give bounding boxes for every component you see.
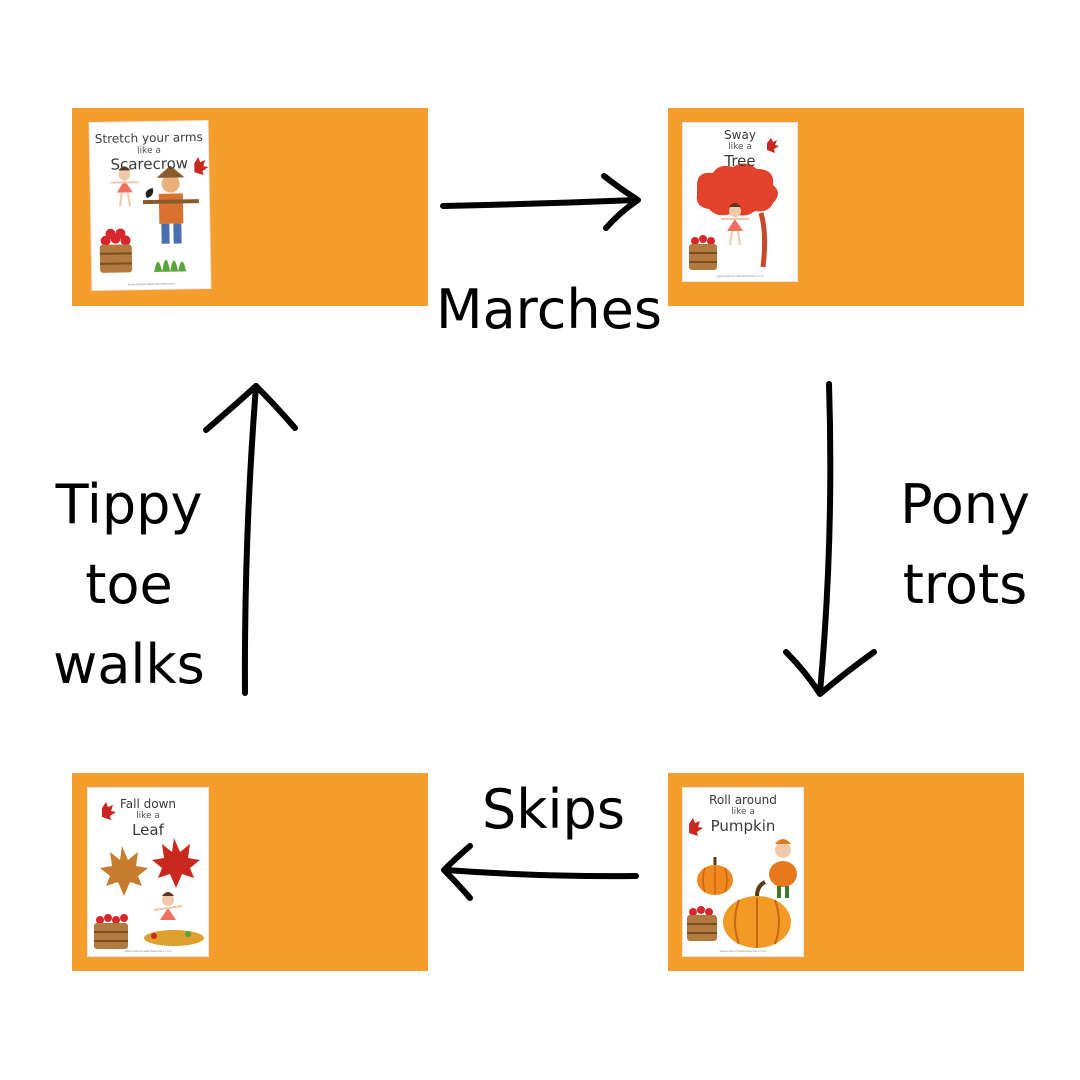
scarecrow-card: Stretch your arms like a Scarecrow www.r… bbox=[89, 120, 211, 291]
label-tippy-line2: toe bbox=[85, 553, 173, 616]
maple-leaf-icon bbox=[194, 157, 209, 176]
card-line2: like a bbox=[728, 142, 752, 152]
card-line3: Leaf bbox=[132, 821, 164, 839]
maple-leaf-icon bbox=[689, 818, 703, 836]
label-tippy-line1: Tippy bbox=[55, 473, 203, 536]
station-scarecrow: Stretch your arms like a Scarecrow www.r… bbox=[72, 108, 428, 306]
label-tippy-toe-walks: Tippy toe walks bbox=[48, 465, 210, 705]
arrow-right bbox=[440, 197, 639, 209]
card-line2: like a bbox=[731, 807, 755, 817]
scarecrow-illustration bbox=[99, 157, 209, 273]
card-url: www.resourcesforteachers.com bbox=[716, 274, 764, 278]
label-pony-trots: Pony trots bbox=[892, 465, 1038, 625]
maple-leaf-icon bbox=[102, 802, 116, 820]
label-marches: Marches bbox=[436, 278, 662, 341]
tree-card: Sway like a Tree www.resourcesforteacher… bbox=[683, 123, 797, 281]
maple-leaf-icon bbox=[767, 138, 779, 153]
label-pony-line2: trots bbox=[902, 553, 1028, 616]
pumpkin-illustration bbox=[687, 818, 797, 948]
arrow-left bbox=[443, 867, 639, 880]
station-pumpkin: Roll around like a Pumpkin www.resources… bbox=[668, 773, 1024, 971]
station-tree: Sway like a Tree www.resourcesforteacher… bbox=[668, 108, 1024, 306]
card-line1: Sway bbox=[724, 128, 756, 142]
card-line3: Pumpkin bbox=[710, 817, 776, 835]
arrow-up-head bbox=[203, 383, 298, 433]
arrow-up bbox=[241, 383, 259, 696]
arrow-down bbox=[817, 381, 834, 695]
leaf-card: Fall down like a Leaf www.resourcesforte… bbox=[88, 788, 208, 956]
station-leaf: Fall down like a Leaf www.resourcesforte… bbox=[72, 773, 428, 971]
card-url: www.resourcesforteachers.com bbox=[124, 949, 172, 953]
arrow-right-head bbox=[601, 173, 641, 231]
label-tippy-line3: walks bbox=[53, 633, 205, 696]
card-line1: Fall down bbox=[119, 797, 176, 811]
card-url: www.resourcesforteachers.com bbox=[719, 949, 767, 953]
arrow-left-head bbox=[441, 843, 473, 901]
card-line2: like a bbox=[136, 811, 160, 821]
tree-illustration bbox=[689, 138, 779, 270]
pumpkin-card: Roll around like a Pumpkin www.resources… bbox=[683, 788, 803, 956]
card-line1: Roll around bbox=[709, 793, 777, 807]
label-skips: Skips bbox=[482, 778, 625, 841]
arrow-down-head bbox=[783, 649, 877, 697]
label-pony-line1: Pony bbox=[900, 473, 1030, 536]
leaf-illustration bbox=[94, 802, 204, 949]
card-line3: Tree bbox=[724, 152, 756, 170]
